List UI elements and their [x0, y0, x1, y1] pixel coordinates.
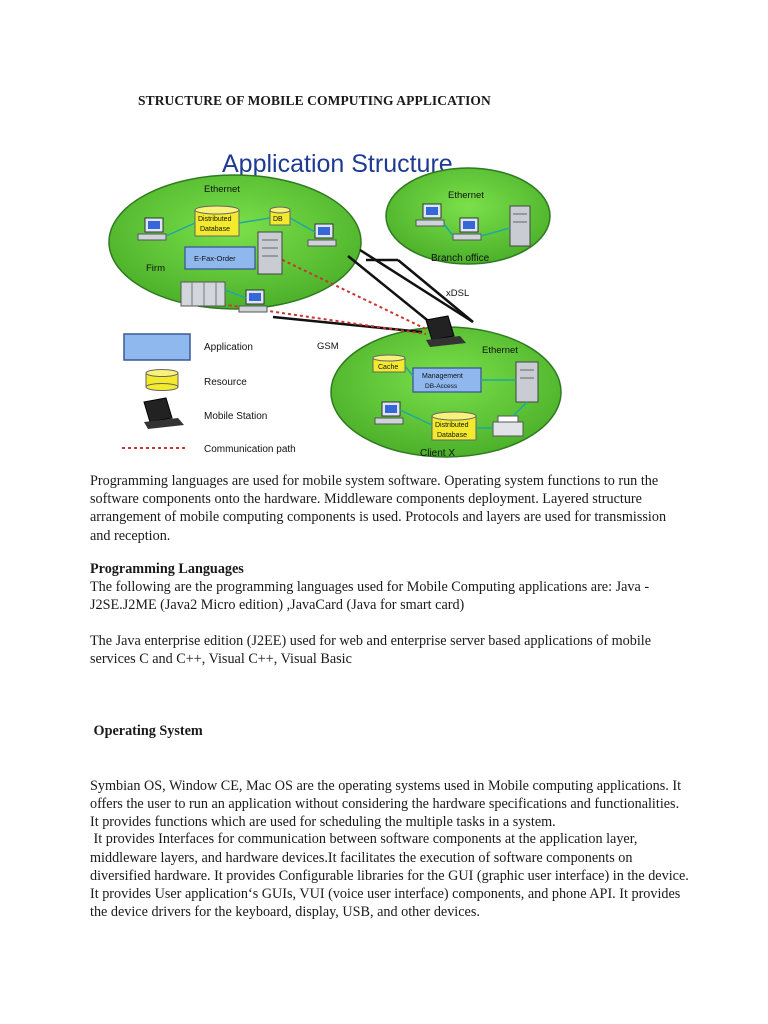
programming-languages-paragraph-1: The following are the programming langua… — [90, 579, 650, 614]
diagram-title: Application Structure — [222, 150, 453, 178]
branch-server-icon — [509, 205, 531, 247]
svg-text:Database: Database — [200, 226, 230, 233]
legend-resource-label: Resource — [204, 377, 247, 388]
hub-laptop-icon — [425, 315, 466, 347]
operating-system-section-2: It provides Interfaces for communication… — [90, 794, 690, 940]
diagram-svg: Application Structure Ethernet Distribut… — [108, 150, 562, 459]
firm-computer-icon-1 — [137, 217, 167, 241]
branch-computer-icon-1 — [415, 203, 445, 227]
firm-distributed-db-icon: Distributed Database — [194, 205, 240, 237]
legend-application-swatch — [123, 333, 191, 361]
svg-text:Cache: Cache — [378, 364, 398, 371]
branch-office-label: Branch office — [431, 253, 490, 264]
firm-label: Firm — [146, 263, 165, 274]
programming-languages-section: Programming Languages The following are … — [90, 560, 690, 615]
svg-text:DB: DB — [273, 216, 283, 223]
gsm-label: GSM — [317, 341, 339, 352]
client-printer-icon — [492, 415, 524, 437]
client-distributed-db-icon: Distributed Database — [431, 411, 477, 441]
intro-paragraph-block: Programming languages are used for mobil… — [90, 472, 690, 545]
operating-system-paragraph-2: It provides Interfaces for communication… — [90, 831, 693, 921]
firm-efax-application-box: E-Fax-Order — [184, 246, 256, 270]
firm-network-ellipse — [108, 174, 362, 310]
xdsl-label: xDSL — [446, 288, 469, 299]
operating-system-section: Operating System Symbian OS, Window CE, … — [90, 686, 690, 850]
programming-languages-paragraph-2: The Java enterprise edition (J2EE) used … — [90, 633, 651, 668]
legend-application-label: Application — [204, 342, 253, 353]
client-server-icon — [515, 361, 539, 403]
programming-languages-section-2: The Java enterprise edition (J2EE) used … — [90, 632, 690, 668]
svg-text:Distributed: Distributed — [435, 422, 469, 429]
client-x-label: Client X — [420, 448, 455, 459]
firm-server-icon — [257, 231, 283, 275]
branch-computer-icon-2 — [452, 217, 482, 241]
svg-text:E-Fax-Order: E-Fax-Order — [194, 254, 236, 263]
firm-computer-icon-2 — [307, 223, 337, 247]
operating-system-heading: Operating System — [90, 723, 203, 740]
svg-text:Distributed: Distributed — [198, 216, 232, 223]
branch-ethernet-label: Ethernet — [448, 190, 484, 201]
intro-paragraph: Programming languages are used for mobil… — [90, 473, 667, 544]
document-title: STRUCTURE OF MOBILE COMPUTING APPLICATIO… — [138, 93, 491, 108]
client-lan-lines — [399, 365, 528, 429]
legend-mobile-station-label: Mobile Station — [204, 411, 267, 422]
legend: Application Resource Mobile Station Comm… — [122, 333, 296, 455]
operating-system-paragraph-1: Symbian OS, Window CE, Mac OS are the op… — [90, 778, 682, 831]
legend-mobile-station-icon — [143, 397, 184, 429]
svg-text:Management: Management — [422, 373, 463, 380]
branch-network-ellipse — [385, 167, 551, 265]
firm-computer-icon-3 — [238, 289, 268, 313]
branch-lan-lines — [443, 223, 511, 237]
client-cache-icon: Cache — [372, 354, 406, 373]
application-structure-diagram: Application Structure Ethernet Distribut… — [108, 140, 678, 470]
svg-text:DB-Access: DB-Access — [425, 383, 458, 390]
svg-text:Database: Database — [437, 432, 467, 439]
legend-communication-path-label: Communication path — [204, 444, 296, 455]
legend-resource-swatch — [145, 369, 179, 391]
firm-mainframe-icon — [180, 281, 226, 307]
firm-ethernet-label: Ethernet — [204, 184, 240, 195]
firm-lan-lines — [165, 217, 316, 299]
client-ethernet-label: Ethernet — [482, 345, 518, 356]
client-computer-icon — [374, 401, 404, 425]
firm-db-icon: DB — [269, 206, 291, 226]
client-management-application-box: Management DB-Access — [412, 367, 482, 393]
programming-languages-heading: Programming Languages — [90, 561, 244, 577]
